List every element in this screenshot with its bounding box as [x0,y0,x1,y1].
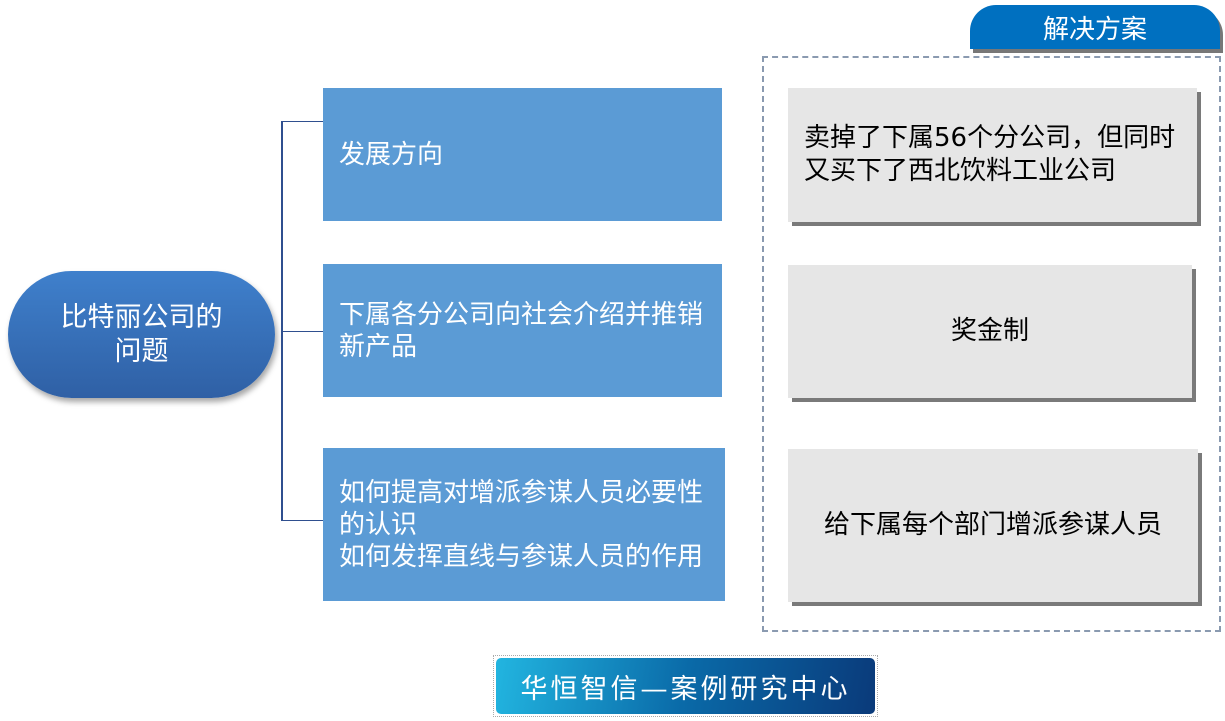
solution-box-1: 卖掉了下属56个分公司，但同时又买下了西北饮料工业公司 [788,88,1197,222]
solution-label: 给下属每个部门增派参谋人员 [823,510,1162,540]
footer-label: 华恒智信—案例研究中心 [520,673,851,705]
root-problem-node: 比特丽公司的问题 [8,271,275,398]
connector-branch-2 [281,331,323,332]
solution-box-2: 奖金制 [788,265,1192,398]
root-label: 比特丽公司的问题 [60,301,223,367]
problem-label: 下属各分公司向社会介绍并推销新产品 [339,299,704,362]
solution-label: 奖金制 [950,316,1029,346]
connector-branch-3 [281,520,323,521]
problem-box-2: 下属各分公司向社会介绍并推销新产品 [323,264,722,397]
solutions-title-tab: 解决方案 [970,5,1220,49]
problem-label: 发展方向 [339,139,444,170]
connector-branch-1 [281,121,323,122]
connector-trunk [281,121,283,521]
problem-label: 如何提高对增派参谋人员必要性的认识 如何发挥直线与参谋人员的作用 [339,477,704,572]
problem-box-3: 如何提高对增派参谋人员必要性的认识 如何发挥直线与参谋人员的作用 [323,448,725,601]
problem-box-1: 发展方向 [323,88,722,221]
solution-label: 卖掉了下属56个分公司，但同时又买下了西北饮料工业公司 [804,123,1176,186]
solutions-title: 解决方案 [1042,14,1147,45]
solution-box-3: 给下属每个部门增派参谋人员 [788,449,1198,602]
solutions-panel [762,56,1221,632]
footer-banner: 华恒智信—案例研究中心 [493,655,878,717]
